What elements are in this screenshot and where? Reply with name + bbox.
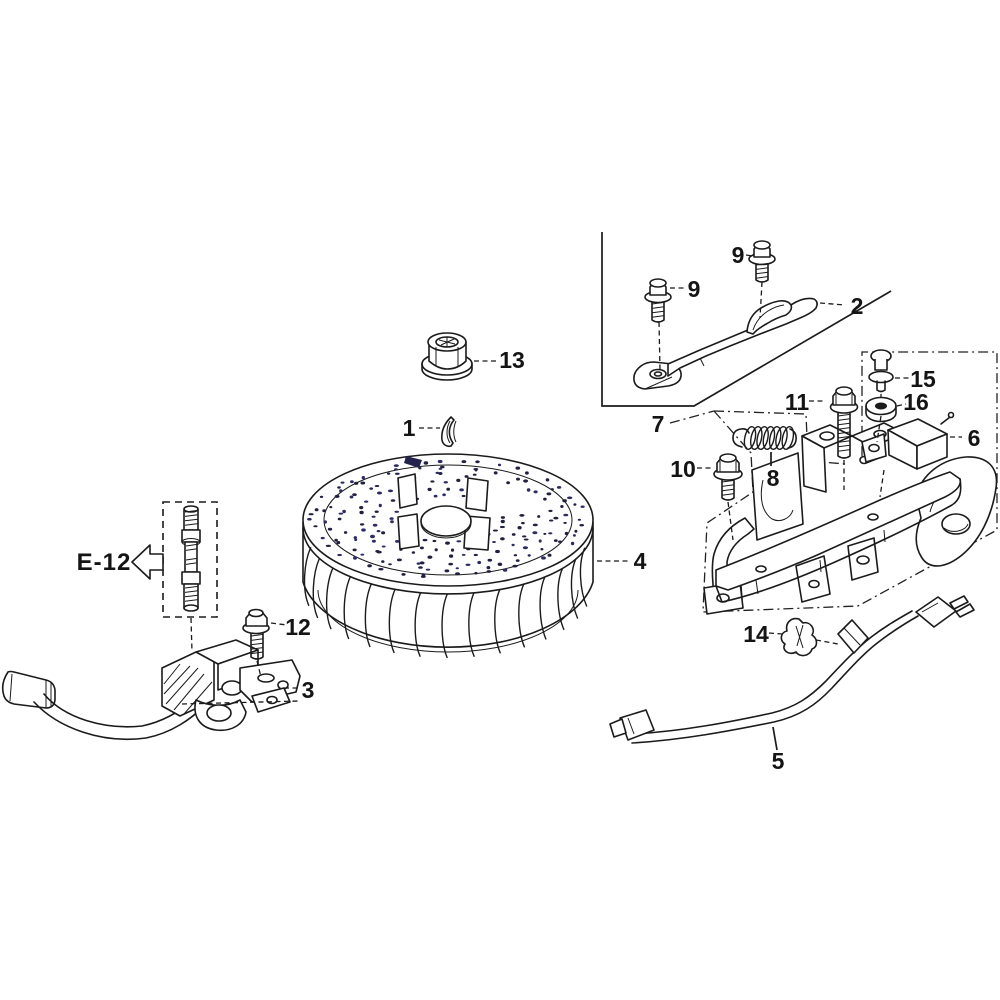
callout-9-right: 9 xyxy=(732,242,745,268)
thread-line xyxy=(184,594,199,598)
thread-line xyxy=(250,647,264,650)
thread-line xyxy=(250,638,264,641)
thread-line xyxy=(184,590,199,593)
thread-line xyxy=(651,310,665,314)
thread-line xyxy=(184,523,199,526)
callout-15: 15 xyxy=(910,366,936,392)
thread-line xyxy=(755,276,769,279)
thread-line xyxy=(755,267,769,270)
fan-blades xyxy=(303,546,588,659)
callout-8: 8 xyxy=(767,465,780,491)
thread-line xyxy=(184,599,199,602)
thread-line xyxy=(837,418,851,421)
part-screw-washer xyxy=(868,349,894,393)
callout-labels: 1 2 3 4 5 6 7 8 9 9 10 11 12 13 14 15 16… xyxy=(77,242,981,774)
group-boundary-upper xyxy=(601,232,892,407)
thread-line xyxy=(837,444,851,448)
thread-line xyxy=(837,422,851,426)
thread-line xyxy=(185,543,198,547)
callout-10: 10 xyxy=(670,456,696,482)
reference-label-e12: E-12 xyxy=(77,549,132,576)
thread-line xyxy=(837,431,851,435)
thread-line xyxy=(721,493,735,496)
thread-line xyxy=(755,262,769,266)
callout-7: 7 xyxy=(652,411,665,437)
thread-line xyxy=(837,440,851,443)
thread-line xyxy=(184,585,199,589)
callout-5: 5 xyxy=(772,748,785,774)
control-base-bracket xyxy=(703,422,998,615)
thread-line xyxy=(721,484,735,487)
part-wire-clip xyxy=(780,617,818,657)
bolt-9-left xyxy=(644,278,672,323)
bolt-11 xyxy=(829,386,859,459)
thread-line xyxy=(651,315,665,318)
thread-line xyxy=(184,518,199,522)
thread-line xyxy=(185,562,198,565)
thread-line xyxy=(185,557,198,561)
part-stop-switch xyxy=(859,411,955,470)
bolt-9-right xyxy=(748,240,776,283)
thread-line xyxy=(184,509,199,513)
thread-line xyxy=(250,633,264,637)
thread-line xyxy=(837,427,851,430)
callout-14: 14 xyxy=(743,621,769,647)
part-ignition-coil xyxy=(1,639,301,741)
part-stop-switch-wire xyxy=(609,595,975,744)
thread-line xyxy=(837,435,851,439)
bolt-12 xyxy=(242,608,270,660)
thread-line xyxy=(250,651,264,655)
keyway-mark xyxy=(404,456,422,468)
thread-line xyxy=(837,413,851,417)
thread-line xyxy=(721,488,735,492)
callout-1: 1 xyxy=(403,415,416,441)
part-woodruff-key xyxy=(441,416,457,448)
callout-9-left: 9 xyxy=(688,276,701,302)
thread-line xyxy=(721,479,735,483)
reference-arrow xyxy=(131,544,164,580)
thread-line xyxy=(184,514,199,517)
thread-line xyxy=(837,449,851,452)
callout-11: 11 xyxy=(785,389,810,415)
thread-line xyxy=(185,548,198,551)
leader-lines xyxy=(181,254,962,751)
thread-line xyxy=(651,306,665,309)
callout-16: 16 xyxy=(903,389,929,415)
part-air-guide-plate xyxy=(633,297,818,390)
callout-6: 6 xyxy=(968,425,981,451)
callout-12: 12 xyxy=(285,614,311,640)
callout-3: 3 xyxy=(302,677,315,703)
thread-line xyxy=(651,301,665,305)
thread-line xyxy=(250,642,264,646)
callout-2: 2 xyxy=(851,293,864,319)
bolt-10 xyxy=(713,453,743,501)
part-flange-nut xyxy=(421,332,473,381)
part-flywheel-fan xyxy=(302,453,594,659)
part-return-spring xyxy=(732,425,797,451)
callout-4: 4 xyxy=(634,548,647,574)
callout-13: 13 xyxy=(499,347,525,373)
thread-line xyxy=(755,271,769,275)
